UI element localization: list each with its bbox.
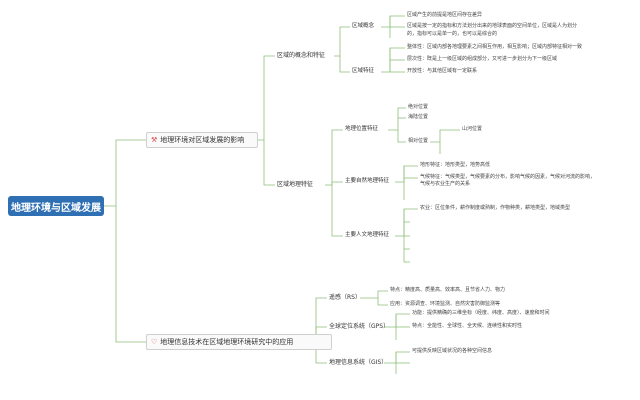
leaf-text: 区域产生的前提是地区间存在差异 — [407, 12, 483, 18]
leaf-text: 应用：资源调查、环境监测、自然灾害防御监测等 — [390, 301, 501, 307]
root-node[interactable]: 地理环境与区域发展 — [8, 196, 104, 216]
leaf-absolute-location: 绝对位置 — [408, 104, 429, 110]
leaf-text: 地形特征：地形类型，地势高低 — [420, 162, 491, 168]
leaf-sea-land-location: 海陆位置 — [408, 114, 429, 120]
leaf-text: 开放性：与其他区域有一定联系 — [407, 68, 478, 74]
heart-icon: ♡ — [151, 338, 158, 346]
leaf-mountain-river-location: 山河位置 — [462, 126, 483, 132]
leaf-text: 气候与农业生产的关系 — [420, 181, 471, 187]
node-gis[interactable]: 地理信息系统（GIS） — [329, 359, 388, 366]
leaf-text: 气候特征：气候类型，气候要素的分布，影响气候的因素，气候对河流的影响， — [420, 174, 596, 180]
leaf-text: 层次性：既是上一级区域的组成部分，又可进一步划分为下一级区域 — [407, 56, 558, 62]
node-region-concept-features[interactable]: 区域的概念和特征 — [277, 52, 326, 59]
leaf-text: 农业：区位条件，耕作制度或熟制，作物种类，耕地类型，地域类型 — [420, 205, 571, 211]
node-location-features[interactable]: 地理位置特征 — [345, 126, 379, 132]
topic-label: 地理信息技术在区域地理环境研究中的应用 — [160, 338, 294, 346]
node-region-features[interactable]: 区域特征 — [352, 68, 375, 74]
leaf-text: 功能：提供精确的三维坐标（经度、纬度、高度）、速度和时间 — [412, 310, 550, 316]
topic-node-environment-impact[interactable]: ⚒ 地理环境对区域发展的影响 — [146, 132, 258, 148]
root-label: 地理环境与区域发展 — [11, 202, 101, 214]
leaf-text: 整体性：区域内部各地理要素之间相互作用，相互影响；区域内部特征相对一致 — [407, 44, 583, 50]
node-relative-location[interactable]: 相对位置 — [408, 138, 429, 144]
node-region-geo-features[interactable]: 区域地理特征 — [277, 181, 314, 188]
leaf-text: 特点：精度高、质量高、效率高、且节省人力、物力 — [390, 287, 506, 293]
topic-node-geo-info-tech[interactable]: ♡ 地理信息技术在区域地理环境研究中的应用 — [146, 334, 332, 350]
leaf-text: 区域是按一定的指标和方法划分出来的地球表面的空间单位，区域是人为划分 — [407, 23, 578, 29]
topic-label: 地理环境对区域发展的影响 — [160, 136, 245, 144]
leaf-text: 可提供反映区域状况的各种空间信息 — [412, 348, 493, 354]
node-rs[interactable]: 遥感（RS） — [329, 294, 361, 301]
leaf-text: 特点：全能性、全球性、全天候、连续性和实时性 — [412, 323, 523, 329]
node-region-concept[interactable]: 区域概念 — [352, 23, 375, 29]
node-gps[interactable]: 全球定位系统（GPS） — [329, 323, 390, 330]
hammer-pick-icon: ⚒ — [151, 136, 158, 144]
node-human-features[interactable]: 主要人文地理特征 — [345, 232, 390, 238]
leaf-text: 的，指标可以是单一的，也可以是综合的 — [407, 31, 498, 37]
node-natural-features[interactable]: 主要自然地理特征 — [345, 178, 390, 184]
